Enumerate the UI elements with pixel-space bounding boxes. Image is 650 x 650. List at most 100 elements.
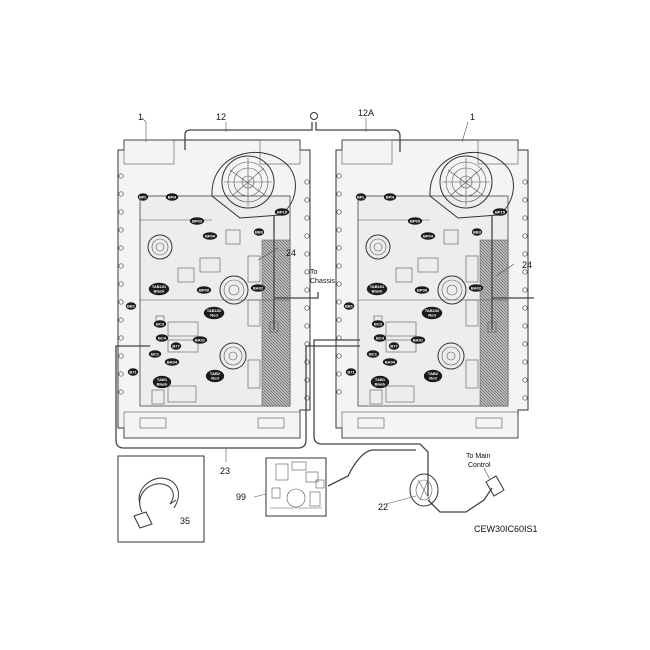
connector-bp04-right: BP04 xyxy=(420,232,436,240)
rail-hole xyxy=(118,173,124,179)
rail-hole xyxy=(522,287,528,293)
connector-bb1-right: BB1 xyxy=(343,302,355,310)
rail-hole xyxy=(304,215,310,221)
rail-hole xyxy=(304,233,310,239)
connector-label: BB1 xyxy=(345,303,354,308)
connector-bc3-right: BC3 xyxy=(371,320,385,328)
rail-hole xyxy=(118,317,124,323)
connector-badge xyxy=(383,193,397,201)
connector-badge xyxy=(371,320,385,328)
connector-label: BA01 xyxy=(413,337,424,342)
callout-harness-12a: 12A xyxy=(358,108,374,118)
connector-badge xyxy=(170,342,182,350)
connector-bp03-right: BP03 xyxy=(407,217,423,225)
callout-strap-left: 24 xyxy=(286,248,296,258)
coil-left-low xyxy=(219,342,247,370)
rail-hole xyxy=(304,269,310,275)
rail-hole xyxy=(336,227,342,233)
rail-hole xyxy=(118,371,124,377)
connector-badge xyxy=(423,369,443,383)
rail-hole xyxy=(336,263,342,269)
clip-inset xyxy=(117,455,205,543)
rail-hole xyxy=(118,389,124,395)
connector-label: TAB101 xyxy=(152,284,167,289)
connector-bb1-left: BB1 xyxy=(125,302,137,310)
connector-label: Red xyxy=(428,313,436,318)
connector-bc4-left: BC4 xyxy=(155,334,169,342)
connector-label: BC4 xyxy=(158,335,167,340)
rail-hole xyxy=(118,245,124,251)
connector-label: BA02 xyxy=(253,285,264,290)
connector-badge xyxy=(366,350,380,358)
connector-badge xyxy=(189,217,205,225)
connector-label: TAB1 xyxy=(375,377,386,382)
induction-module-left xyxy=(117,139,311,439)
rail-holes xyxy=(118,173,528,401)
rail-hole xyxy=(304,287,310,293)
diagram-code: CEW30IC60IS1 xyxy=(474,524,538,534)
connector-bc1-left: BC1 xyxy=(148,350,162,358)
harness-12 xyxy=(184,122,313,150)
label-to-chassis-2: Chassis xyxy=(310,278,335,285)
connector-ba01-left: BA01 xyxy=(192,336,208,344)
connector-label: BP04 xyxy=(205,233,216,238)
rail-hole xyxy=(118,353,124,359)
connector-label: Black xyxy=(154,289,165,294)
rail-hole xyxy=(118,335,124,341)
coil-right-upper xyxy=(365,234,391,260)
connector-bc1-right: BC1 xyxy=(366,350,380,358)
connector-label: BA02 xyxy=(471,285,482,290)
ground-ring xyxy=(310,112,318,120)
connector-badge xyxy=(148,350,162,358)
connector-label: BPH xyxy=(168,194,177,199)
harness-23 xyxy=(115,345,360,449)
connector-label: Red xyxy=(210,313,218,318)
rail-hole xyxy=(336,173,342,179)
connector-label: B77 xyxy=(390,343,398,348)
control-board xyxy=(265,457,327,517)
rail-hole xyxy=(336,371,342,377)
connector-badge xyxy=(388,342,400,350)
connector-badge xyxy=(274,208,290,216)
connector-bpl-left: BPL xyxy=(137,193,149,201)
rail-hole xyxy=(522,251,528,257)
connector-bb3-right: BB3 xyxy=(471,228,483,236)
connector-badge xyxy=(407,217,423,225)
connector-label: Red xyxy=(429,376,437,381)
connector-badge xyxy=(366,282,388,296)
connector-label: B71 xyxy=(347,369,355,374)
connector-label: BA04 xyxy=(167,359,178,364)
connector-badge xyxy=(196,286,212,294)
connector-badge xyxy=(152,375,172,389)
connector-badge xyxy=(414,286,430,294)
rail-hole xyxy=(304,323,310,329)
connector-bph-right: BPH xyxy=(383,193,397,201)
connector-badge xyxy=(205,369,225,383)
rail-hole xyxy=(522,233,528,239)
callout-harness-12: 12 xyxy=(216,112,226,122)
connector-label: BP03 xyxy=(192,218,203,223)
callout-strap-right: 24 xyxy=(522,260,532,270)
rail-hole xyxy=(522,215,528,221)
connector-badge xyxy=(137,193,149,201)
connector-label: BB3 xyxy=(255,229,264,234)
connector-label: BA04 xyxy=(385,359,396,364)
connector-bp03-left: BP03 xyxy=(189,217,205,225)
connector-label: Black xyxy=(157,382,168,387)
connector-b71-left: B71 xyxy=(127,368,139,376)
connector-label: BPL xyxy=(139,194,148,199)
rail-hole xyxy=(336,209,342,215)
rail-hole xyxy=(336,245,342,251)
rail-hole xyxy=(304,197,310,203)
connector-label: BPH xyxy=(386,194,395,199)
fan-right xyxy=(429,152,514,219)
connector-label: BP15 xyxy=(277,209,288,214)
label-to-main-control-1: To Main xyxy=(466,453,491,460)
